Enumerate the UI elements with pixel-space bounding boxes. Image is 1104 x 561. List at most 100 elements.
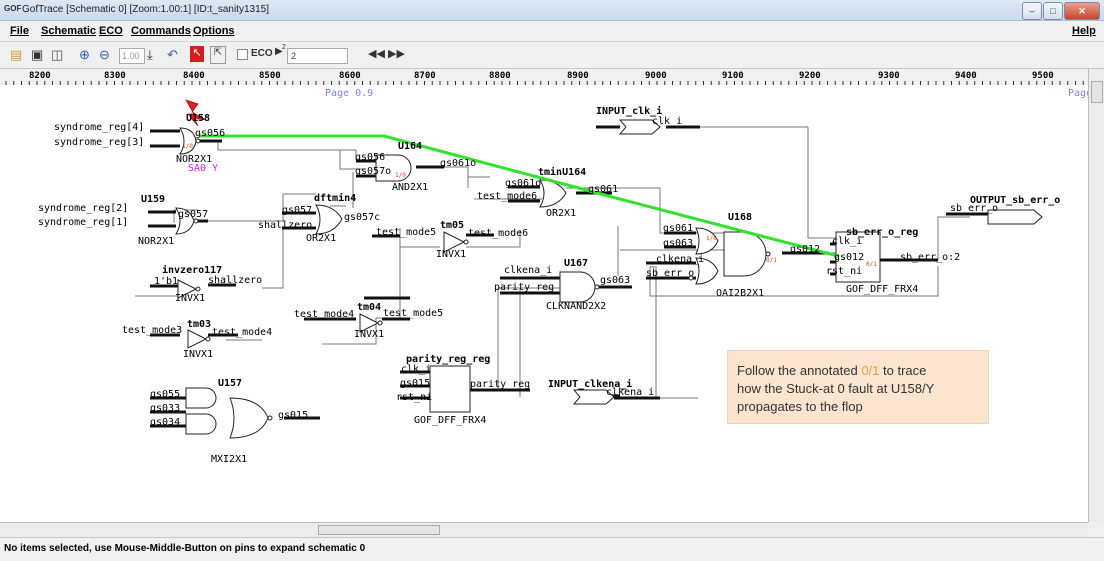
net-label[interactable]: gs061o [440,158,476,169]
net-label[interactable]: gs033 [150,403,180,414]
cell-type: OAI2B2X1 [716,288,764,299]
vertical-scroll-thumb[interactable] [1091,81,1103,103]
menu-help[interactable]: Help [1072,25,1096,37]
menu-bar: File Schematic ECO Commands Options Help [0,21,1104,42]
print-icon[interactable]: ◫ [51,47,64,62]
cell-type: OR2X1 [546,208,576,219]
net-label[interactable]: gs057 [178,209,208,220]
net-label[interactable]: test_mode5 [383,308,443,319]
net-label[interactable]: gs057o [355,166,391,177]
net-label[interactable]: gs061o [505,178,541,189]
status-bar: No items selected, use Mouse-Middle-Butt… [0,537,1104,561]
net-label[interactable]: syndrome_reg[1] [38,217,128,228]
menu-eco[interactable]: ECO [99,25,123,37]
net-label[interactable]: clk_i [832,236,862,247]
zoom-out-icon[interactable]: ⊖ [99,47,110,62]
cell-name: invzero117 [162,264,222,276]
port-label[interactable]: INPUT_clk_i [596,105,662,117]
trace-forward-icon[interactable]: ▶▶ [388,48,405,60]
vertical-scrollbar[interactable] [1088,69,1104,522]
net-label[interactable]: sb_err_o:2 [900,252,960,263]
net-label[interactable]: parity_reg [494,282,554,293]
select-pointer-icon[interactable]: ↖ [190,46,204,62]
download-icon[interactable]: ⤓ [147,47,153,62]
net-label[interactable]: clk_i [652,116,682,127]
menu-file[interactable]: File [10,25,29,37]
ruler-label: 8900 [567,71,589,81]
region-select-icon[interactable]: ⇱ [210,46,226,64]
eco-field[interactable]: 2 [287,48,348,64]
horizontal-scrollbar[interactable] [0,522,1088,537]
trace-back-icon[interactable]: ◀◀ [368,48,385,60]
menu-options[interactable]: Options [193,25,235,37]
maximize-button[interactable]: □ [1043,2,1063,20]
net-label[interactable]: gs056 [355,152,385,163]
net-label[interactable]: shallzero [208,275,262,286]
net-label[interactable]: rst_ni [396,392,432,403]
net-label[interactable]: syndrome_reg[2] [38,203,128,214]
net-label[interactable]: clkena_i [606,387,654,398]
net-label[interactable]: gs012 [834,252,864,263]
arrow-eco-icon[interactable]: ▶ [275,46,283,57]
schematic-svg[interactable]: Page 0.9 Page SA0 Y U158 NOR2X1 U159 NOR… [0,85,1088,522]
net-label[interactable]: test_mode4 [212,327,272,338]
net-label[interactable]: 1'b1 [154,276,178,287]
menu-schematic[interactable]: Schematic [41,25,97,37]
app-icon: GOF [4,4,22,13]
cell-type: INVX1 [436,249,466,260]
net-label[interactable]: test_mode6 [468,228,528,239]
toolbar: ▤ ▣ ◫ ⊕ ⊖ 1.00 ⤓ ↶ ↖ ⇱ ECO ▶ 2 2 ◀◀ ▶▶ [0,42,1104,69]
net-label[interactable]: sb_err_o [950,203,998,214]
net-label[interactable]: parity_reg [470,379,530,390]
ruler-label: 8500 [259,71,281,81]
cell-name: tm04 [357,302,381,313]
net-label[interactable]: gs061 [588,184,618,195]
cell-type: AND2X1 [392,182,428,193]
cell-name: U157 [218,378,242,389]
save-icon[interactable]: ▣ [31,47,44,62]
net-label[interactable]: gs061 [663,223,693,234]
net-label[interactable]: clk_i [401,364,431,375]
minimize-button[interactable]: – [1022,2,1042,20]
net-label[interactable]: gs015 [278,410,308,421]
ruler-label: 8300 [104,71,126,81]
open-folder-icon[interactable]: ▤ [10,47,23,62]
net-label[interactable]: test_mode3 [122,325,182,336]
net-label[interactable]: gs012 [790,244,820,255]
net-label[interactable]: gs015 [400,378,430,389]
fault-trace-line [200,134,839,258]
schematic-canvas[interactable]: Page 0.9 Page SA0 Y U158 NOR2X1 U159 NOR… [0,85,1088,522]
title-bar: GOF GofTrace [Schematic 0] [Zoom:1.00:1]… [0,0,1104,21]
net-label[interactable]: gs056 [195,128,225,139]
net-label[interactable]: gs055 [150,389,180,400]
undo-icon[interactable]: ↶ [167,47,178,62]
net-label[interactable]: rst_ni [826,266,862,277]
net-label[interactable]: gs063 [600,275,630,286]
close-button[interactable]: ✕ [1064,2,1100,20]
eco-checkbox[interactable] [237,49,248,60]
net-label[interactable]: sb_err_o [646,268,694,279]
net-label[interactable]: gs057 [282,205,312,216]
net-label[interactable]: syndrome_reg[3] [54,137,144,148]
zoom-in-icon[interactable]: ⊕ [79,47,90,62]
net-label[interactable]: gs057c [344,212,380,223]
port-label[interactable]: INPUT_clkena_i [548,378,632,390]
net-label[interactable]: clkena_i [504,265,552,276]
cell-type: INVX1 [183,349,213,360]
net-label[interactable]: clkena_i [656,254,704,265]
cell-type: CLKNAND2X2 [546,301,606,312]
net-label[interactable]: syndrome_reg[4] [54,122,144,133]
net-label[interactable]: test_mode4 [294,309,354,320]
net-label[interactable]: test_mode6 [477,191,537,202]
net-label[interactable]: shallzero [258,220,312,231]
cell-name: tminU164 [538,166,586,178]
menu-commands[interactable]: Commands [131,25,191,37]
horizontal-scroll-thumb[interactable] [318,525,440,535]
cell-type: OR2X1 [306,233,336,244]
net-label[interactable]: gs034 [150,417,180,428]
net-label[interactable]: test_mode5 [376,227,436,238]
port-label[interactable]: OUTPUT_sb_err_o [970,195,1060,206]
net-label[interactable]: gs063 [663,238,693,249]
cell-type: INVX1 [354,329,384,340]
zoom-input[interactable]: 1.00 [119,48,145,64]
